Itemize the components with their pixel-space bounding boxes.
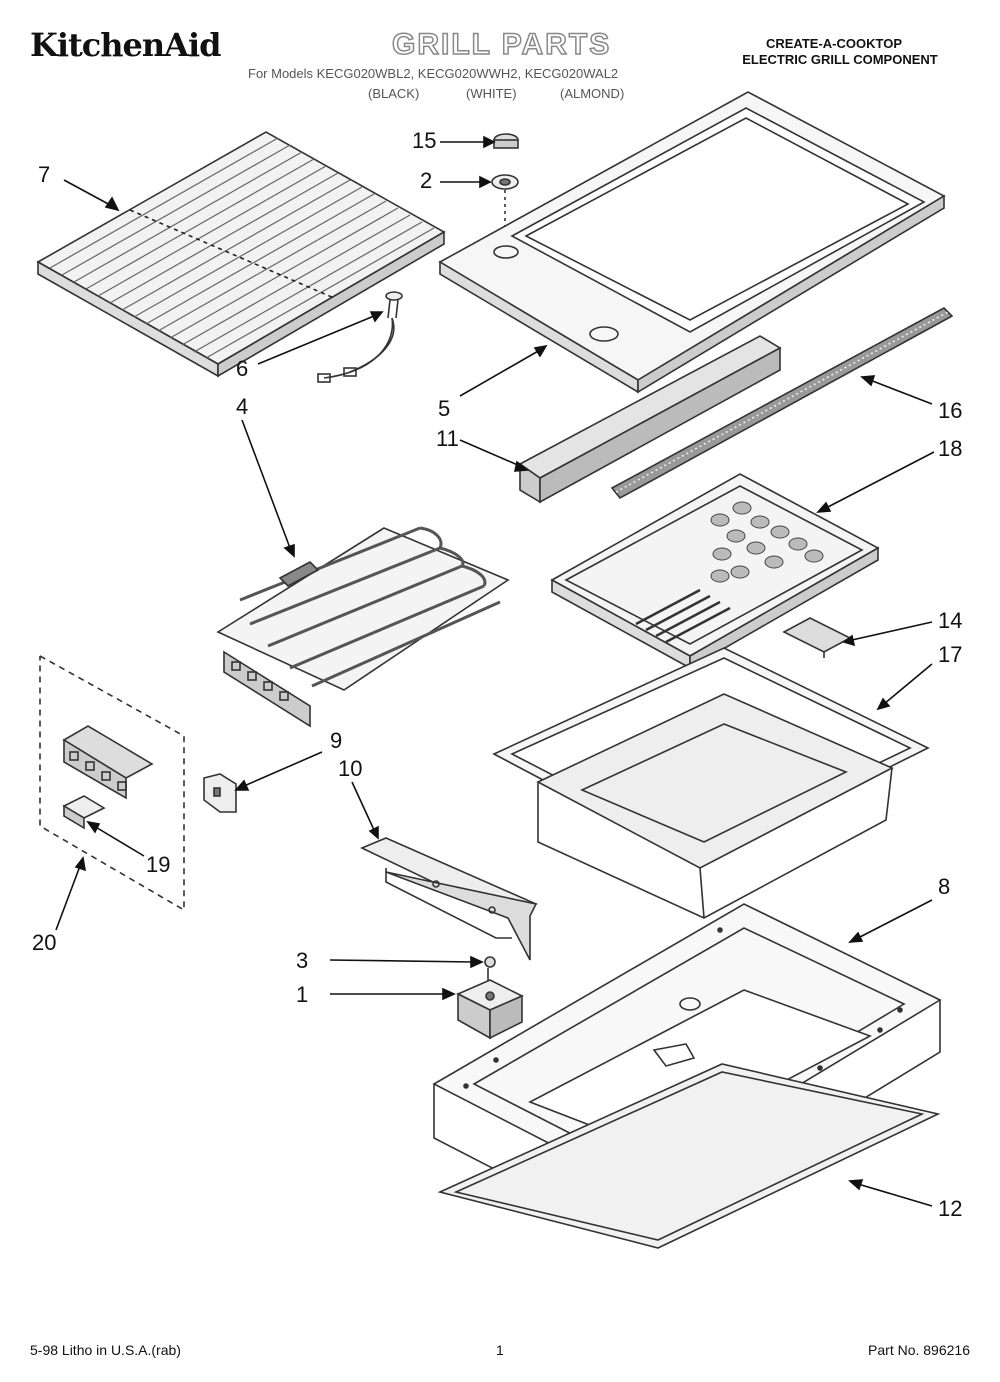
infinite-switch xyxy=(456,979,524,1040)
callout-7: 7 xyxy=(38,162,51,187)
mounting-clip xyxy=(203,773,237,813)
callout-2: 2 xyxy=(420,168,433,193)
screw xyxy=(484,956,496,984)
callout-3: 3 xyxy=(296,948,309,973)
callout-1: 1 xyxy=(296,982,309,1007)
callout-9: 9 xyxy=(330,728,343,753)
callout-8: 8 xyxy=(938,874,951,899)
callout-15: 15 xyxy=(412,128,437,153)
small-bracket xyxy=(782,617,852,658)
callout-20: 20 xyxy=(32,930,57,955)
control-assembly-box xyxy=(39,655,185,912)
color-almond: (ALMOND) xyxy=(560,86,625,101)
control-knob xyxy=(493,133,519,149)
product-line: CREATE-A-COOKTOP xyxy=(765,36,903,51)
temperature-sensor xyxy=(317,291,403,383)
callout-11: 11 xyxy=(436,426,459,451)
callout-18: 18 xyxy=(938,436,963,461)
footer-part-number: Part No. 896216 xyxy=(868,1342,970,1358)
footer-page-number: 1 xyxy=(496,1342,504,1358)
cooktop-top-frame xyxy=(438,91,946,394)
callout-10: 10 xyxy=(338,756,363,781)
base-plate xyxy=(437,1063,941,1249)
callout-6: 6 xyxy=(236,356,249,381)
callout-4: 4 xyxy=(236,394,249,419)
brand-logo: KitchenAid xyxy=(30,26,221,64)
page-title: GRILL PARTS xyxy=(391,27,612,62)
grill-pan xyxy=(492,647,930,919)
grill-grate xyxy=(36,131,446,378)
knob-bezel xyxy=(491,174,519,190)
callout-19: 19 xyxy=(146,852,171,877)
component-name: ELECTRIC GRILL COMPONENT xyxy=(742,52,938,67)
gasket-strip xyxy=(610,307,954,500)
callout-16: 16 xyxy=(938,398,963,423)
callout-14: 14 xyxy=(938,608,963,633)
callout-12: 12 xyxy=(938,1196,963,1221)
callout-5: 5 xyxy=(438,396,451,421)
callout-17: 17 xyxy=(938,642,963,667)
heating-element xyxy=(216,526,510,728)
model-list: For Models KECG020WBL2, KECG020WWH2, KEC… xyxy=(248,66,619,81)
footer-lithograph: 5-98 Litho in U.S.A.(rab) xyxy=(30,1342,181,1358)
trim-channel xyxy=(518,335,782,504)
color-white: (WHITE) xyxy=(466,86,517,101)
switch-bracket xyxy=(360,837,538,961)
color-black: (BLACK) xyxy=(368,86,420,101)
